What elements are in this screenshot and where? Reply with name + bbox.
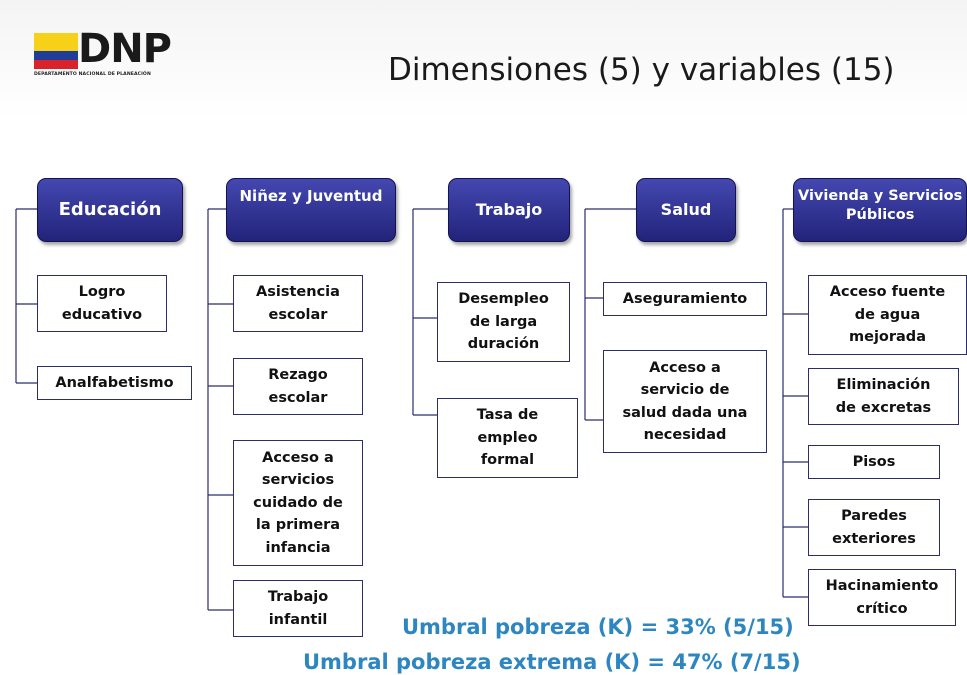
dimension-educacion: Educación bbox=[37, 178, 183, 242]
variable-paredes-exteriores: Paredes exteriores bbox=[808, 499, 940, 556]
dimension-salud: Salud bbox=[636, 178, 736, 242]
threshold-poverty: Umbral pobreza (K) = 33% (5/15) bbox=[402, 615, 794, 639]
variable-logro-educativo: Logro educativo bbox=[37, 275, 167, 332]
variable-acceso-servicio-salud: Acceso a servicio de salud dada una nece… bbox=[603, 350, 767, 453]
variable-desempleo-larga-duracion: Desempleo de larga duración bbox=[437, 282, 570, 362]
variable-hacinamiento-critico: Hacinamiento crítico bbox=[808, 569, 956, 626]
page-title: Dimensiones (5) y variables (15) bbox=[388, 52, 895, 88]
variable-acceso-cuidado-primera-infancia: Acceso a servicios cuidado de la primera… bbox=[233, 440, 363, 566]
logo-text: DNP bbox=[78, 26, 172, 72]
variable-aseguramiento: Aseguramiento bbox=[603, 282, 767, 316]
variable-trabajo-infantil: Trabajo infantil bbox=[233, 580, 363, 637]
variable-asistencia-escolar: Asistencia escolar bbox=[233, 275, 363, 332]
variable-eliminacion-excretas: Eliminación de excretas bbox=[808, 368, 959, 425]
variable-pisos: Pisos bbox=[808, 445, 940, 479]
header-band bbox=[0, 0, 967, 120]
variable-analfabetismo: Analfabetismo bbox=[37, 366, 192, 400]
dimension-ninez-juventud: Niñez y Juventud bbox=[226, 178, 396, 242]
variable-tasa-empleo-formal: Tasa de empleo formal bbox=[437, 398, 578, 478]
threshold-extreme-poverty: Umbral pobreza extrema (K) = 47% (7/15) bbox=[303, 650, 801, 674]
dimension-vivienda-servicios: Vivienda y Servicios Públicos bbox=[793, 178, 967, 242]
dimension-trabajo: Trabajo bbox=[448, 178, 570, 242]
dnp-logo: DNP DEPARTAMENTO NACIONAL DE PLANEACIÓN bbox=[34, 27, 194, 81]
logo-subtitle: DEPARTAMENTO NACIONAL DE PLANEACIÓN bbox=[34, 72, 151, 77]
colombia-flag-icon bbox=[34, 33, 78, 69]
variable-rezago-escolar: Rezago escolar bbox=[233, 358, 363, 415]
variable-acceso-agua-mejorada: Acceso fuente de agua mejorada bbox=[808, 275, 967, 355]
